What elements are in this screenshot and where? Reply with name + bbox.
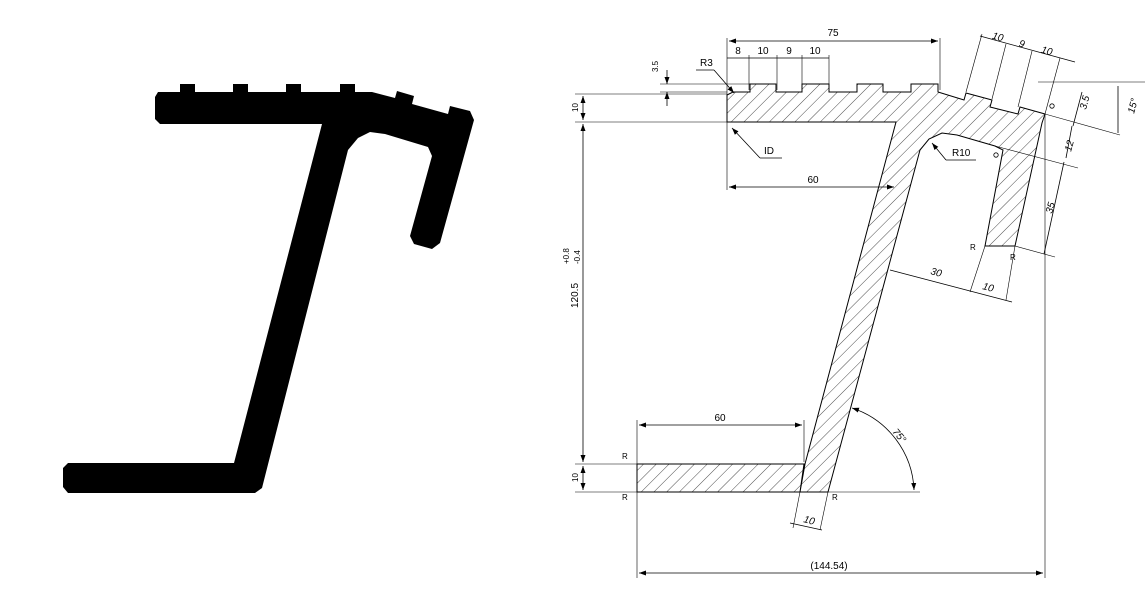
point-marker [1049,103,1055,109]
dim-inner-60: 60 [807,175,819,186]
leader-id [731,127,761,159]
label-r: R [832,493,838,502]
label-r: R [970,243,976,252]
dim-10a: 10 [757,46,769,57]
dim-height-tol-upper: +0.8 [562,248,571,264]
section-outline [636,83,1046,493]
point-marker [993,152,999,158]
dim-foot-60: 60 [714,413,726,424]
dim-overall: (144.54) [810,561,847,572]
dim-height: 120.5 [570,283,581,308]
dim-line-30 [889,269,1013,303]
dim-12: 12 [1063,139,1077,153]
dim-line-12 [1065,125,1073,159]
dim-75: 75 [827,28,839,39]
dim-line-right-3-5 [1072,91,1083,127]
ext-line [994,145,1079,169]
dim-slant-9: 9 [1018,39,1027,51]
ext-line [1014,245,1056,258]
ext-line [819,491,829,531]
dim-line-bottom-10 [789,522,823,531]
dim-slant-10a: 10 [991,31,1005,45]
dim-arc-75 [851,407,917,491]
profile-silhouette [63,84,474,493]
ext-line [1044,57,1061,115]
label-r3: R3 [700,58,713,69]
ext-line [792,491,801,529]
dim-top-10: 10 [571,103,580,112]
dim-bottom-10: 10 [802,514,816,528]
dim-height-tol-lower: -0.4 [573,250,582,264]
ext-line [965,33,983,93]
ext-line [1044,113,1121,136]
dim-right-3-5: 3.5 [1078,94,1092,111]
profile-solid-shape [63,84,474,493]
dim-15deg: 15° [1126,97,1141,114]
dim-8: 8 [735,46,741,57]
dim-75deg: 75° [890,427,908,446]
label-r: R [622,452,628,461]
dim-slant-10b: 10 [1040,45,1054,59]
dim-30: 30 [929,266,943,280]
label-r10: R10 [952,148,971,159]
dim-foot-10: 10 [571,473,580,482]
ext-line [1005,245,1016,301]
ext-line [1017,50,1033,108]
dim-35: 35 [1044,201,1058,215]
dim-10-leg: 10 [981,281,995,295]
dim-line-35 [1043,161,1065,255]
label-id: ID [764,146,774,157]
dim-9: 9 [786,46,792,57]
leader-r3 [713,69,735,94]
dim-10b: 10 [809,46,821,57]
section-drawing: 75 8 10 9 10 10 9 10 3.5 R3 10 [562,28,1145,578]
ext-line [991,43,1007,100]
dim-line-slant [979,35,1076,63]
ext-line [969,245,986,293]
leader-r10 [931,142,947,161]
label-r: R [622,493,628,502]
dim-3-5: 3.5 [651,60,660,72]
